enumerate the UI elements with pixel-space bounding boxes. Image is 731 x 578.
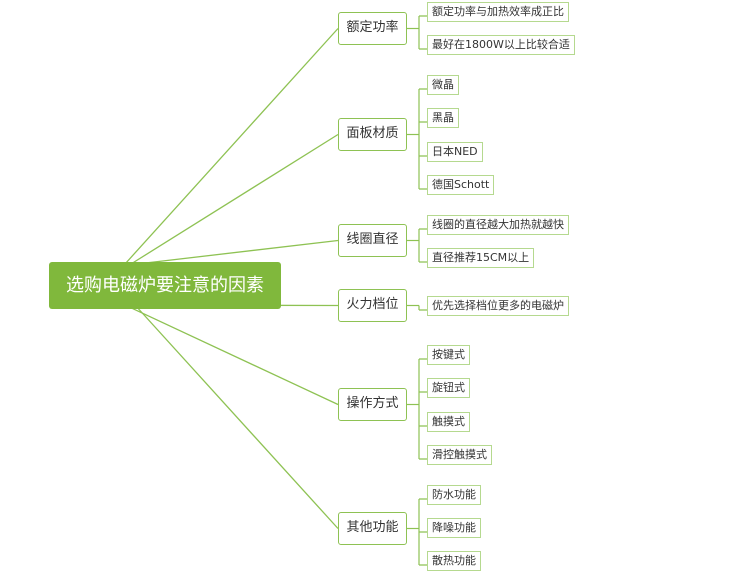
leaf-topic[interactable]: 滑控触摸式 [427, 445, 492, 465]
branch-connector [134, 304, 339, 529]
branch-connector [124, 304, 339, 406]
branch-topic-coil-diameter[interactable]: 线圈直径 [338, 224, 407, 257]
leaf-topic[interactable]: 黑晶 [427, 108, 459, 128]
leaf-topic[interactable]: 散热功能 [427, 551, 481, 571]
branch-connector [124, 28, 339, 265]
leaf-topic[interactable]: 优先选择档位更多的电磁炉 [427, 296, 569, 316]
leaf-topic[interactable]: 德国Schott [427, 175, 495, 195]
leaf-topic[interactable]: 触摸式 [427, 412, 470, 432]
branch-topic-rated-power[interactable]: 额定功率 [338, 12, 407, 45]
leaf-topic[interactable]: 防水功能 [427, 485, 481, 505]
leaf-topic[interactable]: 直径推荐15CM以上 [427, 248, 535, 268]
branch-topic-operation-mode[interactable]: 操作方式 [338, 388, 407, 421]
leaf-topic[interactable]: 额定功率与加热效率成正比 [427, 2, 569, 22]
branch-connector [136, 239, 339, 265]
branch-topic-other-functions[interactable]: 其他功能 [338, 512, 407, 545]
leaf-topic[interactable]: 最好在1800W以上比较合适 [427, 35, 575, 55]
leaf-topic[interactable]: 微晶 [427, 75, 459, 95]
branch-connector [130, 133, 339, 265]
branch-topic-power-levels[interactable]: 火力档位 [338, 289, 407, 322]
leaf-topic[interactable]: 降噪功能 [427, 518, 481, 538]
leaf-topic[interactable]: 线圈的直径越大加热就越快 [427, 215, 569, 235]
leaf-topic[interactable]: 日本NED [427, 142, 483, 162]
leaf-topic[interactable]: 旋钮式 [427, 378, 470, 398]
root-topic[interactable]: 选购电磁炉要注意的因素 [49, 262, 281, 309]
branch-topic-panel-material[interactable]: 面板材质 [338, 118, 407, 151]
leaf-topic[interactable]: 按键式 [427, 345, 470, 365]
